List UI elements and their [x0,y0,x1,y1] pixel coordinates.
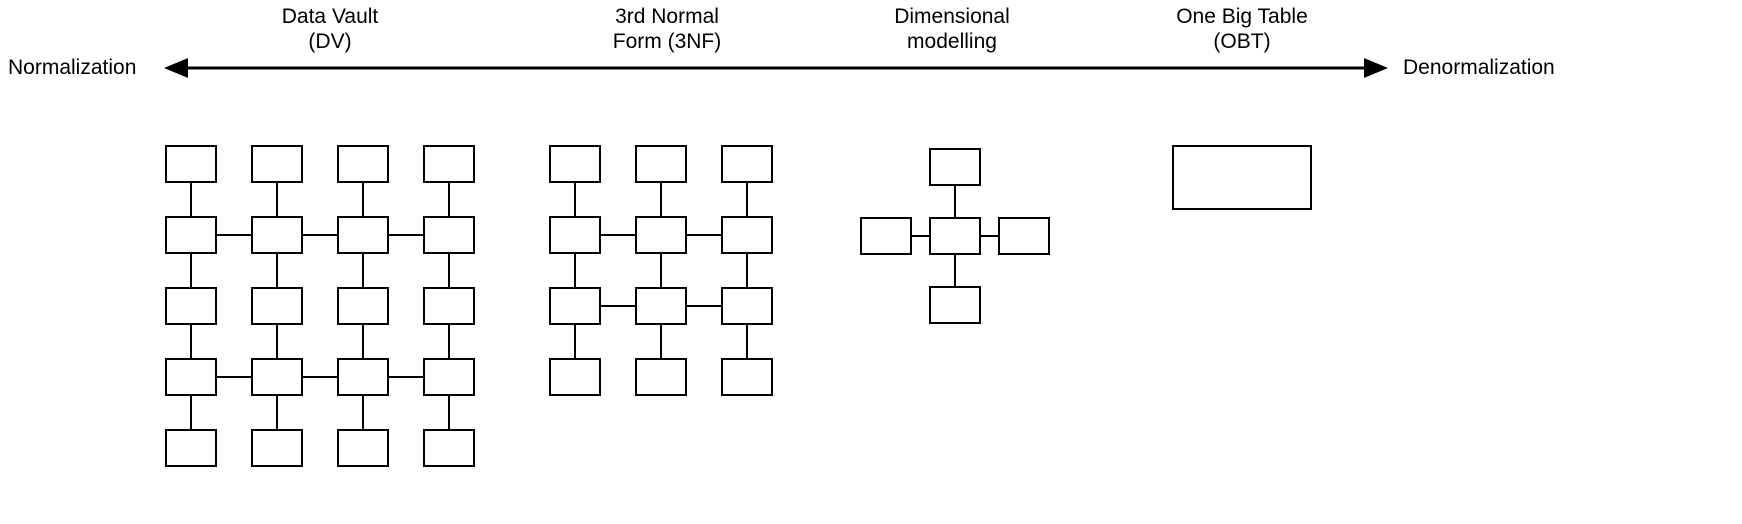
connector-vertical [448,396,450,429]
connector-horizontal [389,234,423,236]
connector-vertical [660,254,662,287]
stage-label-third-normal-form: 3rd Normal Form (3NF) [613,4,722,54]
one-big-table-box [1172,145,1312,210]
connector-vertical [190,325,192,358]
entity-box [721,216,773,254]
entity-box [549,358,601,396]
entity-box [549,216,601,254]
entity-box [721,358,773,396]
connector-vertical [276,254,278,287]
connector-horizontal [303,234,337,236]
entity-box [423,429,475,467]
entity-box [165,287,217,325]
entity-box [635,145,687,183]
entity-box [251,358,303,396]
connector-vertical [746,325,748,358]
entity-box [165,216,217,254]
entity-box [635,216,687,254]
entity-box [337,145,389,183]
entity-box [423,287,475,325]
connector-vertical [190,183,192,216]
connector-vertical [276,325,278,358]
entity-box [423,216,475,254]
entity-box [337,216,389,254]
stage-label-data-vault: Data Vault (DV) [282,4,379,54]
stage-label-dimensional-modelling: Dimensional modelling [894,4,1010,54]
stage-label-dv-line1: Data Vault [281,5,379,28]
entity-box [721,145,773,183]
connector-vertical [746,254,748,287]
stage-label-dim-line1: Dimensional [894,5,1010,28]
entity-box [635,358,687,396]
entity-box [549,145,601,183]
connector-vertical [574,325,576,358]
connector-vertical [362,183,364,216]
connector-vertical [574,254,576,287]
connector-horizontal [981,235,998,237]
stage-label-obt-line1: One Big Table [1176,5,1308,28]
connector-horizontal [217,234,251,236]
connector-horizontal [912,235,929,237]
stage-label-3nf-line2: Form (3NF) [612,30,722,53]
connector-vertical [448,183,450,216]
connector-horizontal [389,376,423,378]
entity-box [423,358,475,396]
entity-box [251,429,303,467]
connector-horizontal [303,376,337,378]
entity-box [337,429,389,467]
entity-box [635,287,687,325]
connector-vertical [190,396,192,429]
connector-horizontal [601,234,635,236]
entity-box [251,145,303,183]
entity-box [337,358,389,396]
connector-vertical [276,396,278,429]
connector-horizontal [687,305,721,307]
connector-vertical [362,254,364,287]
connector-vertical [276,183,278,216]
stage-label-one-big-table: One Big Table (OBT) [1176,4,1308,54]
fact-box-center [929,217,981,255]
axis-label-normalization: Normalization [8,56,137,79]
entity-box [165,358,217,396]
connector-horizontal [217,376,251,378]
connector-vertical [574,183,576,216]
connector-vertical [746,183,748,216]
dimension-box-right [998,217,1050,255]
stage-label-3nf-line1: 3rd Normal [615,5,719,28]
dimension-box-left [860,217,912,255]
connector-vertical [190,254,192,287]
entity-box [337,287,389,325]
connector-vertical [954,186,956,217]
connector-vertical [362,396,364,429]
entity-box [549,287,601,325]
entity-box [165,145,217,183]
entity-box [165,429,217,467]
dimension-box-top [929,148,981,186]
axis-label-denormalization: Denormalization [1403,56,1555,79]
connector-vertical [660,325,662,358]
connector-horizontal [601,305,635,307]
entity-box [251,287,303,325]
entity-box [251,216,303,254]
connector-vertical [660,183,662,216]
connector-vertical [954,255,956,286]
connector-vertical [448,254,450,287]
connector-vertical [362,325,364,358]
connector-horizontal [687,234,721,236]
stage-label-obt-line2: (OBT) [1213,30,1271,53]
entity-box [423,145,475,183]
stage-label-dim-line2: modelling [907,30,997,53]
connector-vertical [448,325,450,358]
dimension-box-bottom [929,286,981,324]
entity-box [721,287,773,325]
stage-label-dv-line2: (DV) [308,30,352,53]
spectrum-double-arrow-icon [164,58,1388,78]
